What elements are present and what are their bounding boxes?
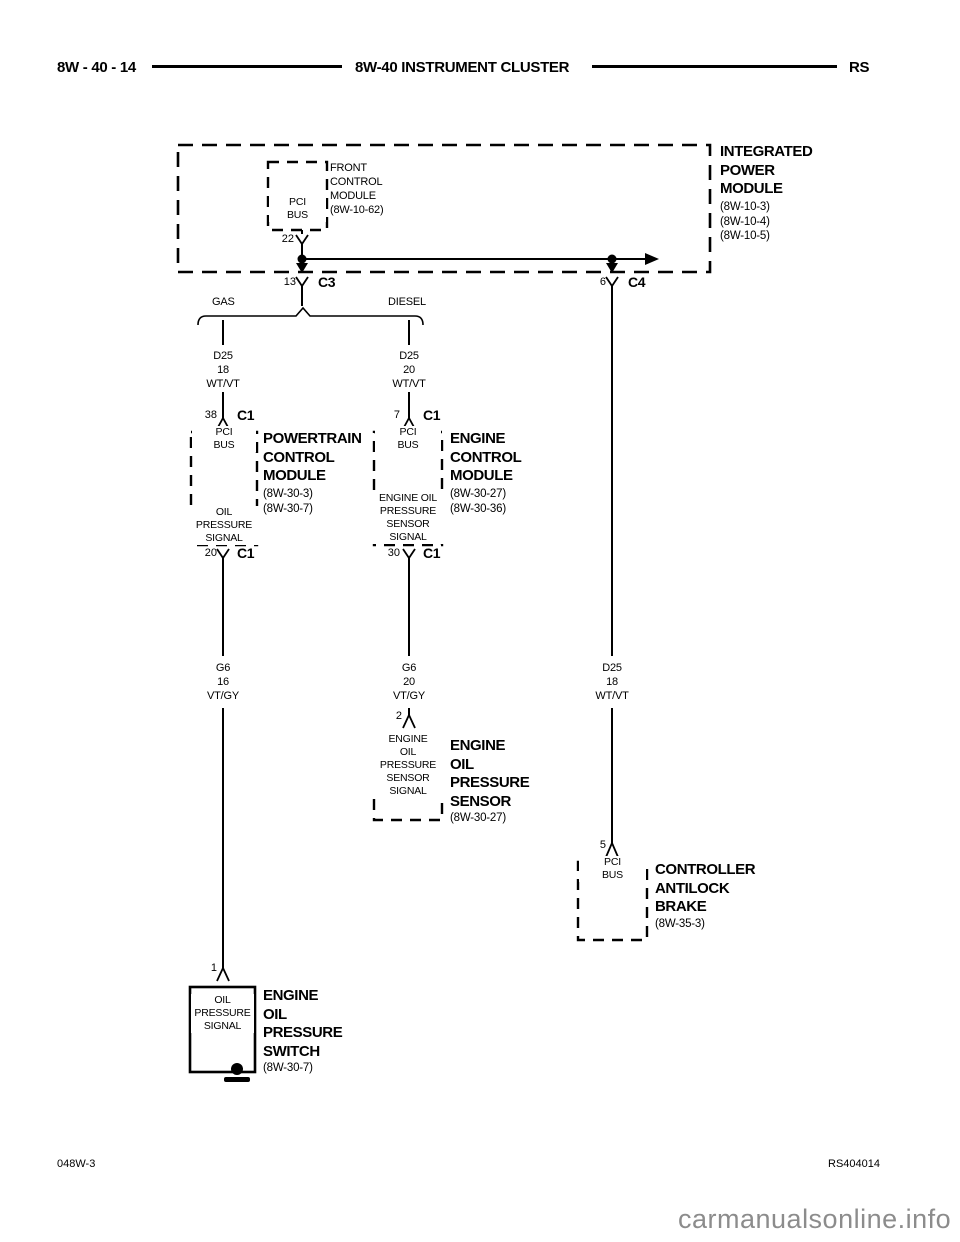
cab-pin-number: 5	[599, 839, 606, 851]
ground-dot	[231, 1063, 243, 1075]
ipm-refs: (8W-10-3) (8W-10-4) (8W-10-5)	[720, 201, 770, 242]
bus-continuation-arrow	[645, 253, 659, 265]
fcm-name: FRONT CONTROL MODULE	[330, 162, 383, 202]
boundary-arrow-c3	[296, 263, 308, 273]
connector-fork-pcm-c1-bottom	[216, 548, 230, 559]
pcm-refs: (8W-30-3) (8W-30-7)	[263, 488, 313, 515]
sensor-pin-number: 2	[395, 710, 402, 722]
engine-oil-pressure-switch-box	[188, 985, 257, 1074]
header-rule-left	[152, 65, 342, 68]
integrated-power-module-box	[176, 143, 712, 274]
ground-bar	[224, 1077, 250, 1082]
c3-pin-number: 13	[283, 276, 296, 288]
fcm-port-label: PCI BUS	[269, 196, 326, 222]
connector-fork-c4	[605, 276, 619, 287]
wire-label-gas-feed: D25 18 WT/VT	[206, 350, 240, 390]
ecm-port-bottom: ENGINE OIL PRESSURE SENSOR SIGNAL	[371, 492, 445, 544]
platform-code: RS	[849, 59, 870, 76]
ecm-refs: (8W-30-27) (8W-30-36)	[450, 488, 506, 515]
wire-label-diesel-feed: D25 20 WT/VT	[392, 350, 426, 390]
page-title: 8W-40 INSTRUMENT CLUSTER	[355, 59, 570, 76]
ecm-conn-bottom: C1	[423, 545, 441, 561]
connector-fork-switch-pin1	[216, 967, 230, 982]
ecm-conn-top: C1	[423, 407, 441, 423]
pcm-pin-bottom: 20	[204, 547, 217, 559]
cab-port-label: PCI BUS	[579, 856, 646, 882]
fcm-ref: (8W-10-62)	[330, 204, 384, 216]
split-brace	[197, 306, 424, 326]
wire-label-pcm-out: G6 16 VT/GY	[206, 662, 239, 702]
connector-fork-pin22	[295, 234, 309, 245]
watermark: carmanualsonline.info	[678, 1204, 952, 1234]
sensor-ref: (8W-30-27)	[450, 812, 506, 824]
split-label-diesel: DIESEL	[388, 296, 426, 308]
ecm-port-top: PCI BUS	[375, 426, 441, 452]
controller-antilock-brake-box	[576, 860, 649, 942]
powertrain-control-module-box	[189, 430, 259, 547]
front-control-module-box	[266, 160, 329, 232]
boundary-arrow-c4	[606, 263, 618, 273]
ecm-pin-bottom: 30	[387, 547, 400, 559]
pcm-port-bottom: OIL PRESSURE SIGNAL	[188, 506, 260, 545]
switch-port-label: OIL PRESSURE SIGNAL	[191, 994, 254, 1033]
cab-name: CONTROLLER ANTILOCK BRAKE	[655, 861, 756, 915]
pcm-name: POWERTRAIN CONTROL MODULE	[263, 430, 362, 484]
footer-sheet-code: 048W-3	[57, 1158, 96, 1170]
pcm-conn-top: C1	[237, 407, 255, 423]
ecm-pin-top: 7	[393, 409, 400, 421]
c4-pin-number: 6	[599, 276, 606, 288]
split-label-gas: GAS	[212, 296, 235, 308]
switch-pin-number: 1	[210, 962, 217, 974]
switch-ref: (8W-30-7)	[263, 1062, 313, 1074]
sensor-port-label: ENGINE OIL PRESSURE SENSOR SIGNAL	[371, 733, 445, 798]
connector-fork-c3	[295, 276, 309, 287]
connector-fork-sensor-pin2	[402, 714, 416, 729]
fcm-pin-number: 22	[281, 233, 294, 245]
wire-label-ecm-out: G6 20 VT/GY	[392, 662, 425, 702]
pcm-conn-bottom: C1	[237, 545, 255, 561]
junction-dot-right	[607, 254, 617, 264]
c4-connector-label: C4	[628, 274, 646, 290]
pcm-pin-top: 38	[204, 409, 217, 421]
c3-connector-label: C3	[318, 274, 336, 290]
engine-control-module-box	[372, 430, 444, 547]
ecm-name: ENGINE CONTROL MODULE	[450, 430, 522, 484]
junction-dot-left	[297, 254, 307, 264]
pcm-port-top: PCI BUS	[192, 426, 256, 452]
wire-label-abs-feed: D25 18 WT/VT	[595, 662, 629, 702]
cab-ref: (8W-35-3)	[655, 918, 705, 930]
footer-drawing-number: RS404014	[828, 1158, 880, 1170]
sensor-name: ENGINE OIL PRESSURE SENSOR	[450, 737, 530, 810]
header-rule-right	[592, 65, 837, 68]
switch-name: ENGINE OIL PRESSURE SWITCH	[263, 987, 343, 1060]
connector-fork-cab-pin5	[605, 842, 619, 858]
ipm-name: INTEGRATED POWER MODULE	[720, 143, 813, 197]
page-number: 8W - 40 - 14	[57, 59, 136, 76]
connector-fork-ecm-c1-bottom	[402, 548, 416, 559]
